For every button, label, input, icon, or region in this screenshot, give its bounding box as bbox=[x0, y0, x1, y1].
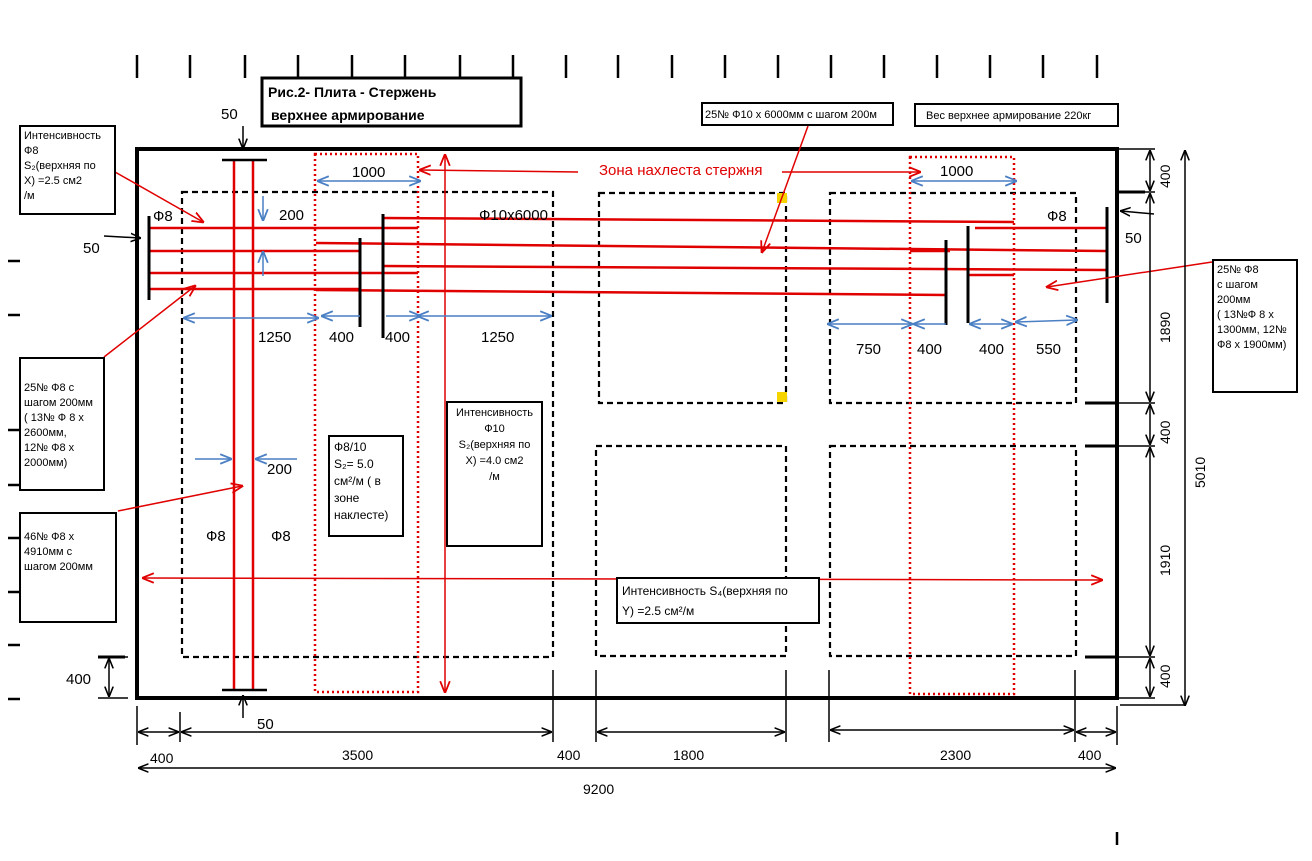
dim-1910: 1910 bbox=[1157, 545, 1173, 576]
dim-550: 550 bbox=[1036, 341, 1061, 358]
dim-400-right-c: 400 bbox=[1157, 664, 1173, 688]
dim-3500: 3500 bbox=[342, 747, 373, 763]
dim-400-c: 400 bbox=[917, 341, 942, 358]
weight-note: Вес верхнее армирование 220кг bbox=[926, 110, 1091, 122]
rebar-phi10-note-box bbox=[701, 102, 894, 126]
dim-1890: 1890 bbox=[1157, 312, 1173, 343]
dim-1000-left: 1000 bbox=[352, 164, 385, 181]
dim-200-mid: 200 bbox=[267, 461, 292, 478]
dim-2300: 2300 bbox=[940, 747, 971, 763]
vertical-rebars bbox=[232, 160, 255, 690]
dim-50-left: 50 bbox=[83, 240, 100, 257]
left-ticks bbox=[8, 259, 1119, 845]
blue-dim-arrows bbox=[184, 181, 1077, 459]
title-box bbox=[260, 76, 523, 128]
dim-750: 750 bbox=[856, 341, 881, 358]
dim-200-top: 200 bbox=[279, 207, 304, 224]
dim-400-d: 400 bbox=[979, 341, 1004, 358]
dim-1800: 1800 bbox=[673, 747, 704, 763]
label-phi8-right: Ф8 bbox=[1047, 208, 1067, 225]
title-line2: верхнее армирование bbox=[271, 107, 425, 123]
dim-400-right-b: 400 bbox=[1157, 420, 1173, 444]
dim-400-bottom-c: 400 bbox=[1078, 747, 1102, 763]
label-phi8-left: Ф8 bbox=[153, 208, 173, 225]
intensity-s4-note: Интенсивность S₄(верхняя по Y) =2.5 см²/… bbox=[616, 577, 820, 624]
intensity-phi8-note: Интенсивность Ф8 S₂(верхняя по X) =2.5 с… bbox=[19, 125, 116, 215]
dim-50-right: 50 bbox=[1125, 230, 1142, 247]
dim-5010: 5010 bbox=[1192, 457, 1208, 488]
slab-outline bbox=[135, 147, 1119, 700]
dim-400-bottom-b: 400 bbox=[557, 747, 581, 763]
dim-50-bottom: 50 bbox=[257, 716, 274, 733]
label-phi8-bar-a: Ф8 bbox=[206, 528, 226, 545]
dim-400-bottom-a: 400 bbox=[150, 750, 174, 766]
dim-400-b: 400 bbox=[385, 329, 410, 346]
dim-50-top: 50 bbox=[221, 106, 238, 123]
dim-9200: 9200 bbox=[583, 781, 614, 797]
top-ticks bbox=[135, 55, 1099, 78]
title-line1: Рис.2- Плита - Стержень bbox=[268, 84, 437, 100]
dim-400-left: 400 bbox=[66, 671, 91, 688]
overlap-zone-label: Зона нахлеста стержня bbox=[599, 162, 762, 179]
rebar-25-left-note: 25№ Ф8 с шагом 200мм ( 13№ Ф 8 х 2600мм,… bbox=[19, 357, 105, 491]
dim-1250-b: 1250 bbox=[481, 329, 514, 346]
weight-note-box bbox=[914, 103, 1119, 127]
rebar-25-right-note: 25№ Ф8 с шагом 200мм ( 13№Ф 8 х 1300мм, … bbox=[1212, 259, 1298, 393]
phi8-10-note: Ф8/10 S₂= 5.0 см²/м ( в зоне наклесте) bbox=[328, 435, 404, 537]
horizontal-rebars-left bbox=[149, 216, 1107, 297]
intensity-phi10-note: Интенсивность Ф10 S₂(верхняя по X) =4.0 … bbox=[446, 401, 543, 547]
dim-400-right-a: 400 bbox=[1157, 164, 1173, 188]
dim-400-a: 400 bbox=[329, 329, 354, 346]
dim-1000-right: 1000 bbox=[940, 163, 973, 180]
label-phi8-bar-b: Ф8 bbox=[271, 528, 291, 545]
overlap-zones bbox=[313, 152, 1016, 696]
rebar-phi10-note: 25№ Ф10 х 6000мм с шагом 200м bbox=[705, 109, 877, 121]
rebar-46-note: 46№ Ф8 х 4910мм с шагом 200мм bbox=[19, 512, 117, 623]
dashed-panels bbox=[180, 190, 1078, 659]
corner-marker bbox=[777, 392, 787, 402]
dim-1250-a: 1250 bbox=[258, 329, 291, 346]
label-phi10x6000: Ф10х6000 bbox=[479, 207, 548, 224]
